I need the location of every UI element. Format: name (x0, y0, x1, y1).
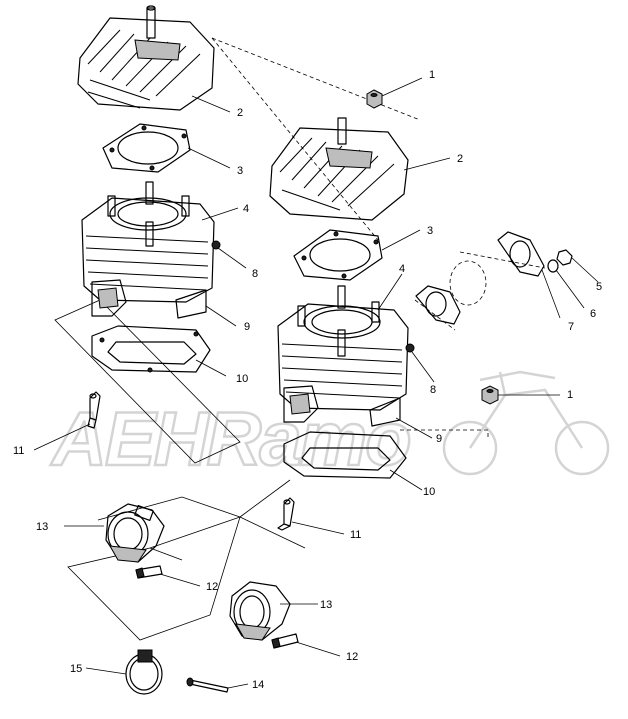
callout-2: 2 (237, 107, 243, 119)
head-nut-bottom (481, 385, 499, 405)
intake-manifold-left (105, 503, 165, 579)
head-gasket-left (102, 123, 191, 173)
callout-13: 13 (320, 599, 332, 611)
cylinder-right (277, 285, 415, 427)
callout-11: 11 (13, 445, 24, 457)
cylinder-head-left (77, 5, 215, 111)
callout-4: 4 (243, 203, 249, 215)
watermark-motorcycle (442, 370, 610, 476)
callout-10: 10 (423, 486, 435, 498)
fitting-upper (87, 391, 101, 429)
cylinder-left (81, 181, 221, 319)
callout-3: 3 (427, 225, 433, 237)
head-gasket-right (293, 229, 383, 281)
callout-3: 3 (237, 165, 243, 177)
washer (547, 259, 559, 273)
callout-12: 12 (206, 581, 218, 593)
callout-1: 1 (429, 69, 435, 81)
callout-numbers: 1 2 3 2 4 3 8 4 5 9 7 6 10 8 1 11 9 10 1… (13, 69, 602, 691)
assembly-lines (54, 37, 546, 641)
callout-11: 11 (350, 529, 361, 541)
callout-15: 15 (70, 663, 82, 675)
hose-clamp (125, 649, 163, 695)
fitting-lower (277, 497, 295, 531)
callout-8: 8 (252, 268, 258, 280)
clamp-screw (186, 677, 229, 693)
exhaust-gasket-small (415, 285, 461, 325)
callout-6: 6 (590, 308, 596, 320)
callout-1: 1 (567, 389, 573, 401)
callout-8: 8 (430, 384, 436, 396)
callout-12: 12 (346, 651, 358, 663)
callout-5: 5 (596, 281, 602, 293)
callout-14: 14 (252, 679, 264, 691)
head-nut-top (366, 89, 383, 109)
base-gasket-right (283, 431, 407, 479)
exhaust-nut (556, 249, 573, 266)
intake-manifold-right (229, 581, 299, 649)
base-gasket-left (91, 325, 211, 373)
exhaust-flange (497, 231, 545, 277)
callout-13: 13 (36, 521, 48, 533)
callout-2: 2 (457, 153, 463, 165)
callout-4: 4 (399, 263, 405, 275)
callout-10: 10 (236, 373, 248, 385)
cylinder-head-right (269, 117, 409, 221)
exhaust-gasket-ring (449, 260, 487, 306)
leader-lines (33, 77, 599, 689)
callout-9: 9 (244, 321, 250, 333)
callout-7: 7 (568, 321, 574, 333)
callout-9: 9 (436, 433, 442, 445)
watermark: AEHRamo (49, 370, 610, 483)
